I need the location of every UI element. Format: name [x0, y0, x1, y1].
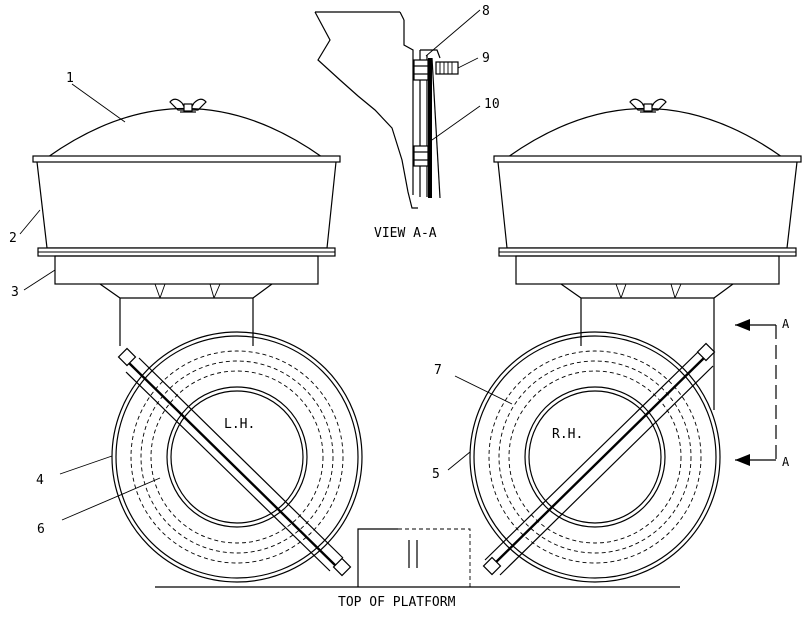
left-air-cleaner: [32, 98, 363, 583]
callout-7: 7: [434, 363, 442, 378]
right-air-cleaner: [469, 98, 802, 583]
right-base-band: [515, 255, 780, 285]
callout-5: 5: [432, 467, 440, 482]
callout-2: 2: [9, 231, 17, 246]
right-clamp-band: [482, 342, 716, 576]
platform: [155, 528, 680, 588]
left-adapter: [99, 283, 273, 346]
left-element-rings: [111, 331, 363, 583]
left-bowl-body: [36, 161, 337, 249]
left-top-rim: [32, 155, 341, 163]
rh-label: R.H.: [552, 427, 583, 442]
center-bracket: [357, 528, 398, 587]
callout-6: 6: [37, 522, 45, 537]
right-adapter: [560, 283, 734, 410]
callout-8: 8: [482, 4, 490, 19]
right-top-rim: [493, 155, 802, 163]
lh-label: L.H.: [224, 417, 255, 432]
right-dome-cover: [507, 107, 783, 158]
callout-10: 10: [484, 97, 500, 112]
upper-bolt: [413, 59, 459, 81]
lower-bolt: [413, 145, 429, 167]
right-wing-nut: [629, 98, 667, 113]
view-a-a-title: VIEW A-A: [374, 226, 437, 241]
view-a-a-detail: [314, 11, 459, 209]
callout-3: 3: [11, 285, 19, 300]
seal-strip: [428, 58, 432, 198]
callout-9: 9: [482, 51, 490, 66]
left-dome-cover: [47, 107, 323, 158]
section-a-a-marker: [735, 319, 777, 466]
callout-numbers: 1 2 3 4 5 6 7 8 9 10: [9, 4, 500, 537]
leader-lines: [19, 9, 513, 521]
right-element-rings: [469, 331, 721, 583]
left-clamp-band: [117, 347, 352, 577]
callout-1: 1: [66, 71, 74, 86]
section-marker-upper: A: [782, 317, 790, 331]
left-base-band: [54, 255, 319, 285]
platform-label: TOP OF PLATFORM: [338, 595, 456, 610]
left-wing-nut: [169, 98, 207, 113]
callout-4: 4: [36, 473, 44, 488]
section-marker-lower: A: [782, 455, 790, 469]
right-bowl-body: [497, 161, 798, 249]
